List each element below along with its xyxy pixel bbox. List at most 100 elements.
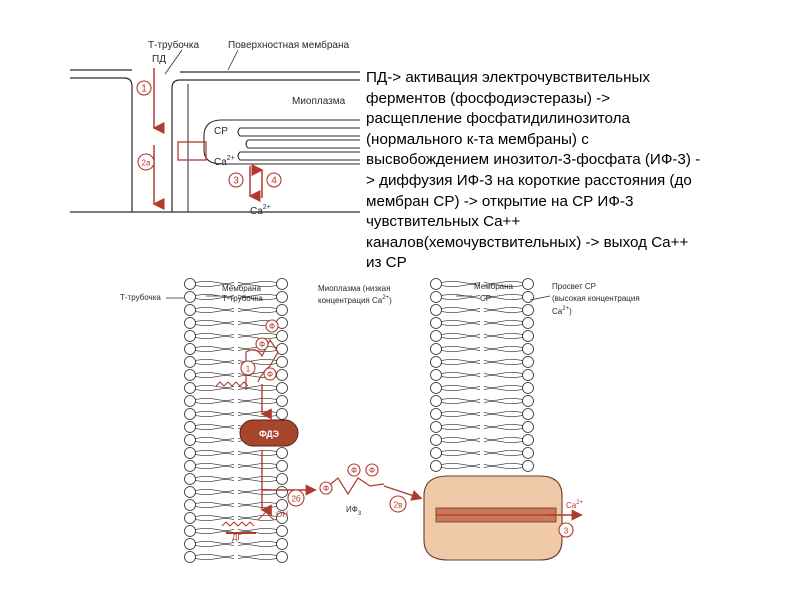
lipid-tail <box>237 346 277 349</box>
lipid-head <box>276 291 288 303</box>
arrow-to-channel <box>383 485 423 501</box>
top-t-tubule-pointer <box>164 49 183 75</box>
lipid-head <box>430 382 442 394</box>
lipid-head <box>522 317 534 329</box>
lipid-head <box>184 486 196 498</box>
lipid-head <box>184 304 196 316</box>
top-surface-membrane-label: Поверхностная мембрана <box>228 39 349 51</box>
top-sr-label: СР <box>214 126 228 137</box>
lipid-tail <box>483 333 523 336</box>
lipid-tail <box>195 424 235 427</box>
top-myoplasm-label: Миоплазма <box>292 96 346 107</box>
lipid-tail <box>237 385 277 388</box>
lipid-tail <box>237 450 277 453</box>
lipid-tail <box>195 398 235 401</box>
lipid-tail <box>237 541 277 544</box>
lipid-head <box>430 434 442 446</box>
lipid-tail <box>483 385 523 388</box>
lipid-head <box>184 447 196 459</box>
lipid-tail <box>441 346 481 349</box>
lipid-tail <box>195 450 235 453</box>
lipid-tail <box>483 307 523 310</box>
bottom-sr-lumen-label-2: (высокая концентрация <box>552 294 640 303</box>
lipid-tail <box>483 284 523 287</box>
oh-label: ОН <box>276 510 288 519</box>
lipid-tail <box>237 466 277 469</box>
svg-text:Ф: Ф <box>267 370 273 379</box>
lipid-tail <box>237 414 277 417</box>
lipid-tail <box>483 398 523 401</box>
lipid-head <box>276 278 288 290</box>
lipid-tail <box>195 323 235 326</box>
lipid-tail <box>237 476 277 479</box>
lipid-tail <box>441 336 481 339</box>
lipid-head <box>276 304 288 316</box>
top-step-2a-badge <box>137 153 155 171</box>
description-line: мембран СР) -> открытие на СР ИФ-3 <box>366 192 634 210</box>
lipid-tail <box>195 489 235 492</box>
lipid-tail <box>237 401 277 404</box>
lipid-head <box>276 395 288 407</box>
svg-text:1: 1 <box>141 84 147 95</box>
lipid-tail <box>441 388 481 391</box>
lipid-tail <box>483 440 523 443</box>
lipid-tail <box>483 323 523 326</box>
lipid-head <box>184 356 196 368</box>
description-line: каналов(хемочувствительных) -> выход Ca+… <box>366 233 689 251</box>
lipid-head <box>184 551 196 563</box>
lipid-tail <box>195 346 235 349</box>
lipid-tail <box>237 294 277 297</box>
lipid-tail <box>237 453 277 456</box>
lipid-head <box>276 369 288 381</box>
top-t-tubule-right-wall <box>171 79 181 212</box>
lipid-tail <box>441 453 481 456</box>
lipid-head <box>276 473 288 485</box>
description-line: > диффузия ИФ-3 на короткие расстояния (… <box>366 171 692 189</box>
phosphate-1 <box>265 319 279 333</box>
lipid-tail <box>195 362 235 365</box>
lipid-head <box>184 525 196 537</box>
dg-label: ДГ <box>232 533 242 542</box>
lipid-tail <box>483 450 523 453</box>
pde-label: ФДЭ <box>259 429 280 439</box>
lipid-tail <box>195 437 235 440</box>
lipid-tail <box>195 333 235 336</box>
top-step-1-badge <box>136 80 152 96</box>
ip3-molecule: Ф Ф Ф ИФ3 <box>319 463 385 517</box>
lipid-tail <box>195 307 235 310</box>
bottom-membrane-sr-label-2: СР <box>480 294 491 303</box>
phosphate-3 <box>263 367 277 381</box>
lipid-tail <box>195 336 235 339</box>
lipid-tail <box>483 359 523 362</box>
lipid-head <box>430 356 442 368</box>
lipid-head <box>184 538 196 550</box>
lipid-head <box>184 317 196 329</box>
lipid-tail <box>237 479 277 482</box>
bottom-step-2v-badge <box>389 495 407 513</box>
lipid-head <box>276 460 288 472</box>
lipid-tail <box>441 333 481 336</box>
lipid-tail <box>195 531 235 534</box>
lipid-tail <box>441 466 481 469</box>
lipid-tail <box>483 281 523 284</box>
lipid-tail <box>195 541 235 544</box>
bottom-step-1-badge <box>240 360 256 376</box>
ip3-label: ИФ3 <box>346 505 362 517</box>
lipid-head <box>430 291 442 303</box>
lipid-head <box>276 330 288 342</box>
lipid-tail <box>441 401 481 404</box>
lipid-tail <box>483 349 523 352</box>
lipid-head <box>522 304 534 316</box>
description-text: ПД-> активация электрочувствительных фер… <box>366 68 766 274</box>
svg-text:1: 1 <box>246 365 251 374</box>
lipid-tail <box>195 463 235 466</box>
lipid-tail <box>195 528 235 531</box>
lipid-tail <box>195 440 235 443</box>
lipid-tail <box>441 385 481 388</box>
ca-channel <box>423 475 563 561</box>
lipid-head <box>430 343 442 355</box>
lipid-tail <box>237 307 277 310</box>
lipid-head <box>184 369 196 381</box>
lipid-head <box>430 369 442 381</box>
svg-text:4: 4 <box>271 176 277 187</box>
